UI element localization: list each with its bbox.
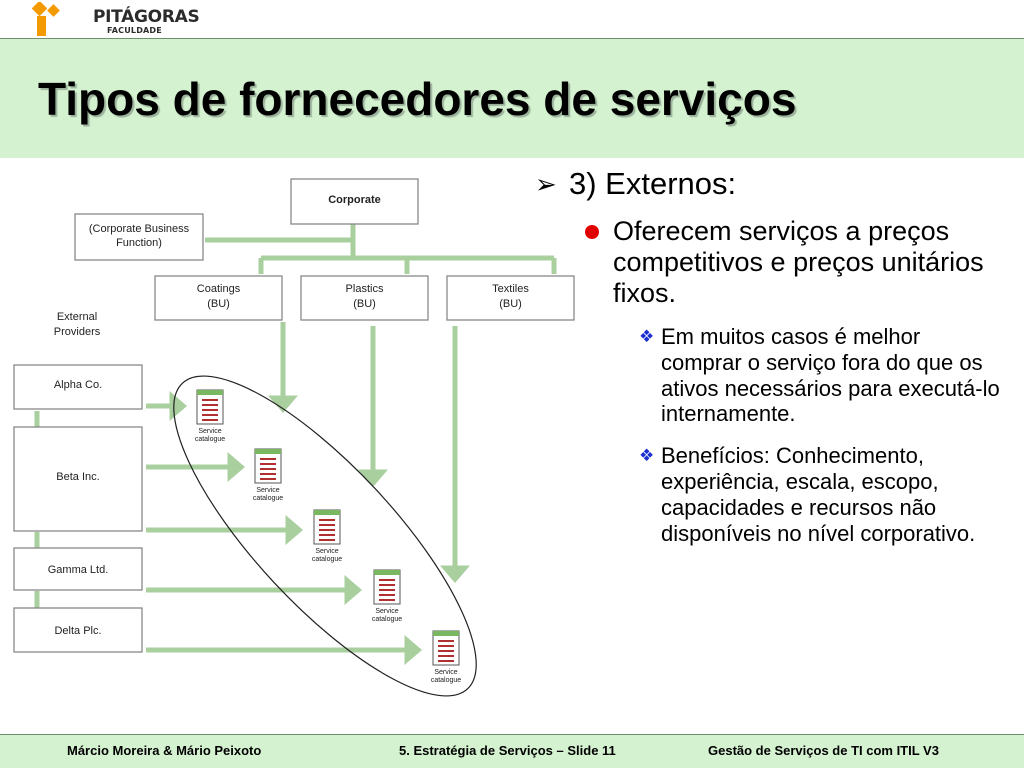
bu-tag: (BU) xyxy=(499,298,522,310)
bullet-level-3: ❖ Em muitos casos é melhor comprar o ser… xyxy=(639,324,1005,427)
corporate-function-line-1: (Corporate Business xyxy=(89,223,190,235)
bullet-text: Oferecem serviços a preços competitivos … xyxy=(613,216,984,308)
bullet-level-3: ❖ Benefícios: Conhecimento, experiência,… xyxy=(639,443,1005,546)
bullet-text: Benefícios: Conhecimento, experiência, e… xyxy=(661,443,976,546)
slide-title: Tipos de fornecedores de serviços xyxy=(38,73,797,125)
logo: PITÁGORAS FACULDADE xyxy=(27,0,200,38)
provider-label: Beta Inc. xyxy=(56,471,99,483)
logo-text: PITÁGORAS xyxy=(93,7,200,27)
service-catalogue-5: Service catalogue xyxy=(431,630,461,684)
bu-tag: (BU) xyxy=(207,298,230,310)
catalogue-line-1: Service xyxy=(198,428,221,435)
bu-name: Textiles xyxy=(492,283,529,295)
arrow-bullet-icon: ➢ xyxy=(535,169,557,199)
provider-label: Delta Plc. xyxy=(54,625,101,637)
red-dot-bullet-icon xyxy=(585,225,599,239)
bu-name: Coatings xyxy=(197,283,241,295)
service-catalogue-icon xyxy=(196,389,224,425)
bu-name: Plastics xyxy=(346,283,384,295)
bullet-text: 3) Externos: xyxy=(569,166,737,201)
footer-course: Gestão de Serviços de TI com ITIL V3 xyxy=(708,743,939,758)
diamond-bullet-icon: ❖ xyxy=(639,327,655,346)
footer-divider xyxy=(0,734,1024,735)
logo-mark-icon xyxy=(31,0,60,36)
corporate-function-node: (Corporate Business Function) xyxy=(74,213,204,261)
service-catalogue-icon xyxy=(432,630,460,666)
bu-plastics-node: Plastics (BU) xyxy=(300,275,429,321)
provider-delta: Delta Plc. xyxy=(13,607,143,653)
catalogue-line-2: catalogue xyxy=(372,616,402,623)
footer-band xyxy=(0,735,1024,768)
diamond-bullet-icon: ❖ xyxy=(639,446,655,466)
corporate-node: Corporate xyxy=(290,178,419,225)
service-catalogue-2: Service catalogue xyxy=(253,448,283,502)
service-catalogue-3: Service catalogue xyxy=(312,509,342,563)
footer-authors: Márcio Moreira & Mário Peixoto xyxy=(67,743,262,758)
external-providers-line-2: Providers xyxy=(54,326,101,338)
bu-coatings-node: Coatings (BU) xyxy=(154,275,283,321)
title-band xyxy=(0,39,1024,158)
provider-beta: Beta Inc. xyxy=(13,426,143,532)
bullet-level-1: ➢ 3) Externos: xyxy=(535,166,1005,202)
catalogue-line-1: Service xyxy=(315,548,338,555)
bu-tag: (BU) xyxy=(353,298,376,310)
bullet-level-2: Oferecem serviços a preços competitivos … xyxy=(581,216,1005,309)
bu-textiles-node: Textiles (BU) xyxy=(446,275,575,321)
service-catalogue-icon xyxy=(373,569,401,605)
catalogue-line-2: catalogue xyxy=(312,556,342,563)
corporate-label: Corporate xyxy=(328,194,381,206)
provider-label: Alpha Co. xyxy=(54,379,102,391)
bullet-text: Em muitos casos é melhor comprar o servi… xyxy=(661,324,1000,427)
service-catalogue-icon xyxy=(313,509,341,545)
catalogue-line-2: catalogue xyxy=(253,495,283,502)
catalogue-line-1: Service xyxy=(375,608,398,615)
corporate-function-line-2: Function) xyxy=(116,237,162,249)
catalogue-line-2: catalogue xyxy=(431,677,461,684)
service-catalogue-icon xyxy=(254,448,282,484)
service-catalogue-1: Service catalogue xyxy=(195,389,225,443)
header-divider xyxy=(0,38,1024,39)
external-providers-line-1: External xyxy=(57,311,97,323)
logo-subtitle: FACULDADE xyxy=(107,26,162,35)
provider-label: Gamma Ltd. xyxy=(48,564,109,576)
catalogue-line-1: Service xyxy=(434,669,457,676)
catalogue-ellipse xyxy=(173,375,477,697)
arrow-lines xyxy=(146,322,470,665)
footer-slide-number: 5. Estratégia de Serviços – Slide 11 xyxy=(399,743,616,758)
provider-alpha: Alpha Co. xyxy=(13,364,143,410)
provider-gamma: Gamma Ltd. xyxy=(13,547,143,591)
catalogue-line-1: Service xyxy=(256,487,279,494)
slide-content: ➢ 3) Externos: Oferecem serviços a preço… xyxy=(535,166,1005,546)
provider-diagram: Corporate (Corporate Business Function) … xyxy=(13,178,575,697)
service-catalogue-4: Service catalogue xyxy=(372,569,402,623)
connector-lines xyxy=(34,224,557,608)
catalogue-line-2: catalogue xyxy=(195,436,225,443)
